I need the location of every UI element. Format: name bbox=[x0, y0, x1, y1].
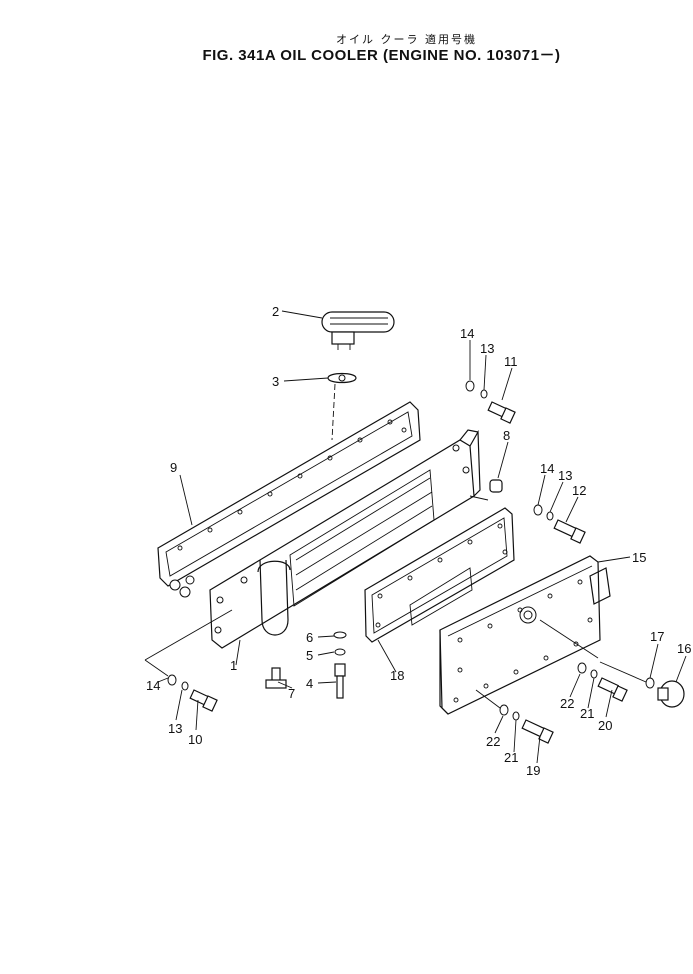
callout-6: 6 bbox=[306, 630, 313, 645]
callout-2: 2 bbox=[272, 304, 279, 319]
bolt-set-4 bbox=[333, 631, 347, 699]
leader-lines bbox=[157, 310, 687, 764]
callout-15: 15 bbox=[632, 550, 646, 565]
callout-1: 1 bbox=[230, 658, 237, 673]
part-drain-valve bbox=[265, 667, 287, 689]
callout-17: 17 bbox=[650, 629, 664, 644]
callout-13-bottom: 13 bbox=[168, 721, 182, 736]
part-cooler-housing bbox=[209, 429, 481, 649]
part-gasket-large bbox=[157, 401, 421, 598]
callout-11: 11 bbox=[504, 354, 518, 369]
callout-labels: 2 3 14 13 11 8 9 14 13 12 15 17 16 1 6 5… bbox=[146, 304, 691, 778]
callout-18: 18 bbox=[390, 668, 404, 683]
callout-7: 7 bbox=[288, 686, 295, 701]
callout-14-bottom: 14 bbox=[146, 678, 160, 693]
callout-14-top: 14 bbox=[460, 326, 474, 341]
part-cover-plate bbox=[439, 555, 611, 715]
callout-21-bottom: 21 bbox=[504, 750, 518, 765]
part-relief-plug bbox=[489, 479, 503, 493]
callout-13-mid: 13 bbox=[558, 468, 572, 483]
part-plug bbox=[657, 680, 685, 708]
bolt-set-12 bbox=[533, 504, 586, 544]
figure-title-japanese: オイル クーラ 適用号機 bbox=[336, 33, 477, 46]
bolt-set-20 bbox=[577, 662, 628, 702]
callout-21-right: 21 bbox=[580, 706, 594, 721]
callout-10: 10 bbox=[188, 732, 202, 747]
callout-12: 12 bbox=[572, 483, 586, 498]
callout-20: 20 bbox=[598, 718, 612, 733]
callout-4: 4 bbox=[306, 676, 313, 691]
bolt-set-19 bbox=[499, 704, 554, 744]
part-gasket-small bbox=[327, 372, 357, 384]
callout-5: 5 bbox=[306, 648, 313, 663]
callout-8: 8 bbox=[503, 428, 510, 443]
callout-9: 9 bbox=[170, 460, 177, 475]
part-filter-element bbox=[321, 311, 395, 350]
callout-16: 16 bbox=[677, 641, 691, 656]
bolt-set-10 bbox=[167, 674, 218, 712]
callout-13-top: 13 bbox=[480, 341, 494, 356]
callout-3: 3 bbox=[272, 374, 279, 389]
callout-14-mid: 14 bbox=[540, 461, 554, 476]
bolt-set-11 bbox=[465, 380, 516, 424]
callout-22-bottom: 22 bbox=[486, 734, 500, 749]
part-gasket-cover bbox=[364, 507, 515, 643]
assembly-lines bbox=[144, 495, 647, 709]
callout-22-right: 22 bbox=[560, 696, 574, 711]
figure-title: FIG. 341A OIL COOLER (ENGINE NO. 103071－… bbox=[202, 47, 561, 64]
callout-19: 19 bbox=[526, 763, 540, 778]
